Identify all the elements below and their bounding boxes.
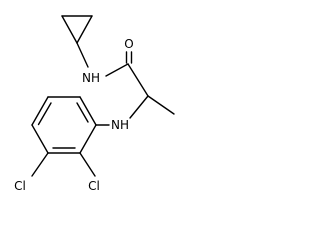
chemical-structure: O NH NH Cl Cl (14, 15, 175, 193)
amide-nh-label: NH (82, 71, 100, 85)
bond-c-cl-1 (31, 152, 49, 177)
dichlorophenyl-ring (31, 96, 97, 154)
bond-carbonyl-alpha (127, 63, 149, 97)
chlorine-substituents (31, 152, 96, 177)
oxygen-label: O (124, 37, 133, 51)
bond-ring-inner-1 (76, 102, 89, 123)
bond-n-carbonyl (105, 63, 129, 77)
chlorine-label-2: Cl (88, 179, 100, 193)
bond-alpha-methyl (147, 95, 175, 115)
chlorine-label-1: Cl (14, 179, 26, 193)
bond-ring-4 (31, 124, 49, 154)
alpha-carbon-group (95, 95, 175, 126)
bond-ring-6 (79, 124, 97, 154)
bond-cyclopropyl-n (76, 42, 89, 68)
bond-cyclopropyl-3 (76, 15, 93, 44)
bond-ring-1 (79, 96, 97, 126)
cyclopropyl-ring (61, 15, 93, 44)
bond-alpha-nh (129, 95, 149, 119)
amine-nh-label: NH (111, 118, 129, 132)
amide-group (76, 42, 149, 97)
bond-c-cl-2 (79, 152, 96, 177)
bond-ring-inner-2 (37, 102, 52, 126)
bond-cyclopropyl-2 (61, 15, 78, 44)
bond-ring-3 (31, 96, 49, 126)
